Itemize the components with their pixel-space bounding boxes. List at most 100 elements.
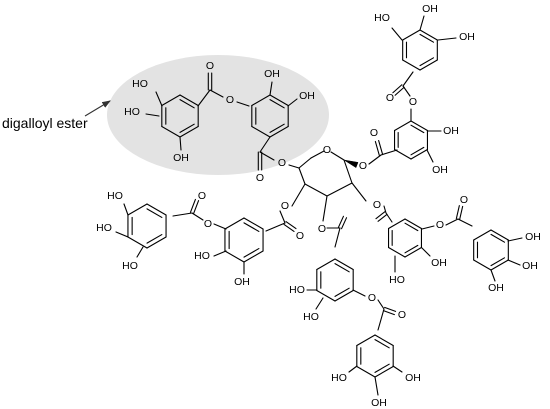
double-bond	[374, 140, 380, 157]
double-bond	[378, 139, 384, 156]
ring-d-bond	[419, 59, 438, 71]
bond	[310, 150, 325, 159]
ring-e-bond	[404, 218, 423, 230]
bond	[259, 151, 275, 161]
ring-c-bond	[393, 148, 412, 160]
ring-b-bond	[269, 94, 289, 107]
ring-i-inner-bond	[243, 248, 260, 258]
ring-h-bond	[374, 365, 394, 378]
ring-f-inner-bond	[490, 233, 506, 243]
digalloyl-ester-label: digalloyl ester	[2, 115, 88, 131]
ring-a-inner-bond	[179, 123, 195, 133]
ester-g-oxygen: O	[318, 223, 326, 235]
ester-d-oxygen: O	[409, 96, 417, 108]
ring-b-inner-bond	[269, 99, 285, 109]
bond	[426, 149, 434, 163]
digalloyl-highlight	[107, 55, 329, 175]
bond	[322, 195, 328, 222]
ester-e-oxygen: O	[373, 199, 381, 211]
ring-f-bottom-hydroxyl: OH	[488, 282, 504, 294]
ring-g-inner-bond	[334, 263, 350, 273]
bond	[179, 136, 182, 151]
ring-b-bond	[251, 94, 271, 107]
ring-f-bond	[490, 229, 509, 241]
ring-e-bond	[404, 246, 423, 258]
bond	[155, 91, 163, 107]
bond	[351, 182, 367, 202]
ring-h-inner-bond	[374, 363, 390, 373]
bond	[298, 157, 312, 169]
ring-d-left-hydroxyl: HO	[374, 12, 390, 24]
bond	[343, 159, 353, 184]
bond	[392, 365, 403, 373]
ester-a-oxygen: O	[226, 94, 234, 106]
bond	[145, 113, 160, 117]
double-bond	[283, 223, 295, 232]
wedge-bond	[343, 159, 359, 168]
bond	[421, 225, 435, 230]
ester-j-carbonyl-oxygen: O	[198, 190, 206, 202]
ester-b-oxygen: O	[278, 157, 286, 169]
ring-e-left-hydroxyl: HO	[389, 274, 405, 286]
ring-c-bottom-hydroxyl: OH	[432, 164, 448, 176]
ring-a-bond	[161, 94, 181, 107]
bond	[197, 89, 211, 107]
bond	[437, 37, 457, 41]
ring-i-bond	[243, 250, 264, 263]
ester-f-oxygen: O	[436, 219, 444, 231]
ring-f-bond	[473, 259, 492, 271]
ring-g-bond	[334, 289, 354, 302]
bond	[213, 250, 227, 257]
bond	[265, 222, 286, 232]
ring-c-right-hydroxyl: OH	[443, 125, 459, 137]
ring-d-inner-bond	[419, 33, 435, 43]
bond	[287, 98, 298, 107]
ring-a-left-hydroxyl: HO	[124, 106, 140, 118]
ester-c-oxygen: O	[359, 160, 367, 172]
ring-h-bottom-hydroxyl: OH	[371, 397, 387, 409]
ring-a-bond	[179, 94, 199, 107]
bond	[377, 299, 385, 310]
ring-e-inner-bond	[404, 222, 419, 232]
double-bond	[455, 205, 460, 220]
double-bond	[193, 200, 200, 215]
double-bond	[394, 86, 405, 96]
ring-i-bond	[224, 217, 245, 230]
bond	[115, 231, 129, 238]
ester-j-oxygen: O	[204, 218, 212, 230]
double-bond	[459, 205, 464, 220]
ring-d-bond	[402, 29, 421, 41]
ring-g-bond	[316, 289, 336, 302]
double-bond	[377, 213, 388, 222]
bond	[123, 203, 129, 216]
bond	[352, 289, 366, 297]
ring-f-bond	[490, 259, 509, 271]
bond	[288, 164, 300, 169]
ring-g-bottom-hydroxyl: HO	[303, 311, 319, 323]
ring-j-inner-bond	[146, 234, 163, 244]
ring-b-top-hydroxyl: OH	[264, 68, 280, 80]
ring-c-inner-bond	[410, 146, 425, 156]
ring-g-inner-bond	[334, 287, 350, 297]
bond	[213, 223, 227, 230]
bond	[377, 308, 385, 331]
ring-a-bottom-hydroxyl: OH	[173, 152, 189, 164]
bond	[269, 81, 273, 96]
ring-i-bond	[243, 217, 264, 230]
ring-g-bond	[334, 258, 354, 271]
ring-c-bond	[410, 120, 429, 132]
bond	[298, 167, 306, 185]
ring-c-bond	[393, 120, 412, 132]
bond	[374, 376, 379, 396]
ring-g-bond	[316, 258, 336, 271]
ring-j-inner-bond	[146, 208, 163, 218]
ring-d-right-hydroxyl: OH	[459, 31, 475, 43]
ring-j-bottom-hydroxyl: HO	[122, 260, 138, 272]
double-bond	[384, 306, 397, 312]
bond	[259, 136, 271, 153]
ester-b-carbonyl-oxygen: O	[256, 172, 264, 184]
ring-h-right-hydroxyl: OH	[405, 372, 421, 384]
double-bond	[375, 211, 386, 220]
glucose-ring-oxygen: O	[323, 144, 331, 156]
bond	[326, 182, 353, 197]
